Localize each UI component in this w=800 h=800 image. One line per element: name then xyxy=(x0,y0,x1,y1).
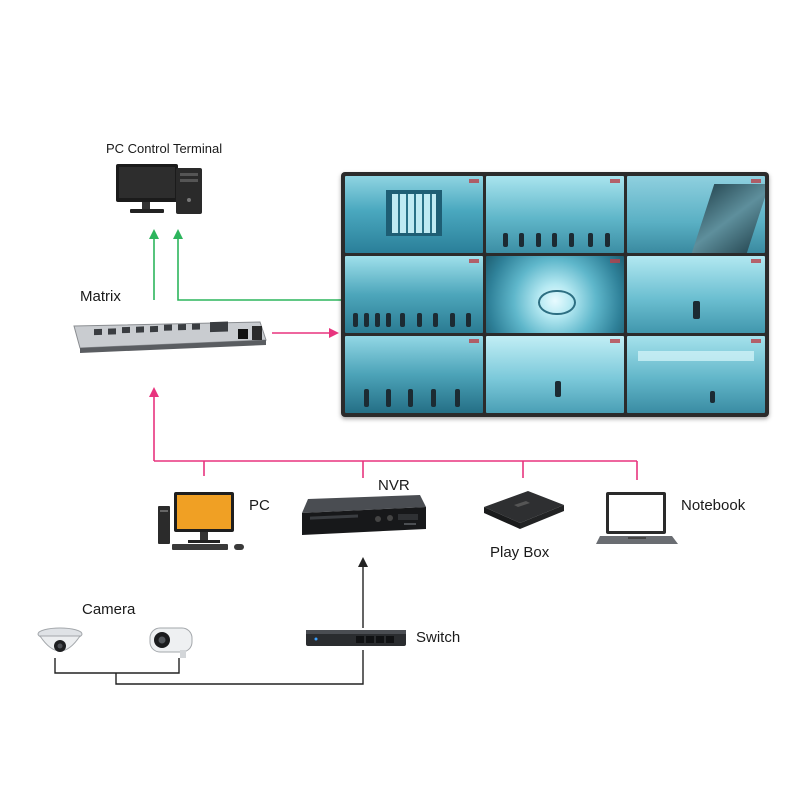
control-link-2 xyxy=(173,229,341,301)
video-wall-grid xyxy=(345,176,765,413)
video-tile-9 xyxy=(627,336,765,413)
play-box-icon xyxy=(484,491,564,529)
matrix-label: Matrix xyxy=(80,288,121,305)
camera-link-1 xyxy=(54,658,180,674)
pc-control-terminal-icon xyxy=(116,164,202,214)
nvr-label: NVR xyxy=(378,477,410,494)
video-wall-display xyxy=(341,172,769,417)
matrix-device-icon xyxy=(73,321,267,353)
notebook-label: Notebook xyxy=(681,497,746,514)
pc-label: PC xyxy=(249,497,270,514)
video-tile-3 xyxy=(627,176,765,253)
camera-switch-link xyxy=(115,650,364,685)
video-tile-4 xyxy=(345,256,483,333)
video-tile-1 xyxy=(345,176,483,253)
notebook-icon xyxy=(596,492,678,544)
switch-device-icon xyxy=(306,630,406,646)
switch-label: Switch xyxy=(416,629,461,646)
play-box-label: Play Box xyxy=(490,544,550,561)
pc-icon xyxy=(158,492,244,550)
pc-control-terminal-label: PC Control Terminal xyxy=(106,141,223,156)
bullet-camera-icon xyxy=(149,627,193,658)
video-tile-6 xyxy=(627,256,765,333)
video-tile-5 xyxy=(486,256,624,333)
video-tile-2 xyxy=(486,176,624,253)
dome-camera-icon xyxy=(37,627,83,652)
video-tile-7 xyxy=(345,336,483,413)
camera-label: Camera xyxy=(82,601,136,618)
nvr-device-icon xyxy=(302,495,426,535)
video-tile-8 xyxy=(486,336,624,413)
